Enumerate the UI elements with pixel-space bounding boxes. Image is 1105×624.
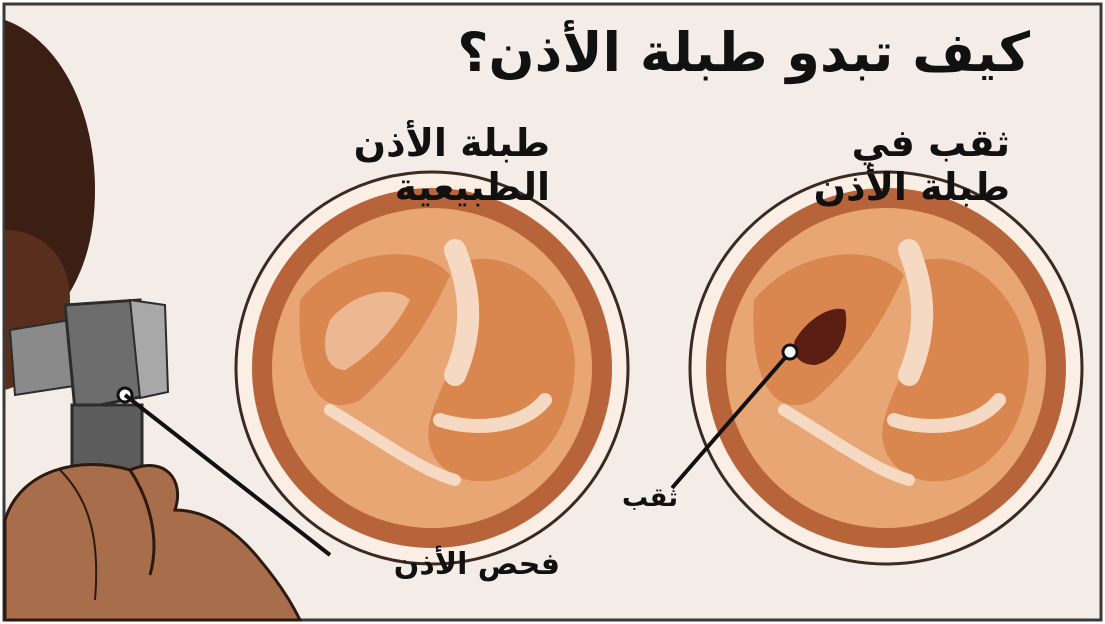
ear-exam-label: فحص الأذن [320, 548, 560, 583]
perforated-eardrum [690, 172, 1082, 564]
perforated-eardrum-label: ثقب في طبلة الأذن [740, 122, 1010, 209]
perforated-label-line2: طبلة الأذن [740, 166, 1010, 210]
hole-marker [783, 345, 797, 359]
perforated-label-line1: ثقب في [740, 122, 1010, 166]
page-title: كيف تبدو طبلة الأذن؟ [230, 22, 1030, 84]
hole-callout-label: ثقب [600, 484, 700, 514]
normal-eardrum [236, 172, 628, 564]
normal-eardrum-label: طبلة الأذن الطبيعية [300, 122, 550, 209]
normal-label-line1: طبلة الأذن [300, 122, 550, 166]
normal-label-line2: الطبيعية [300, 166, 550, 210]
